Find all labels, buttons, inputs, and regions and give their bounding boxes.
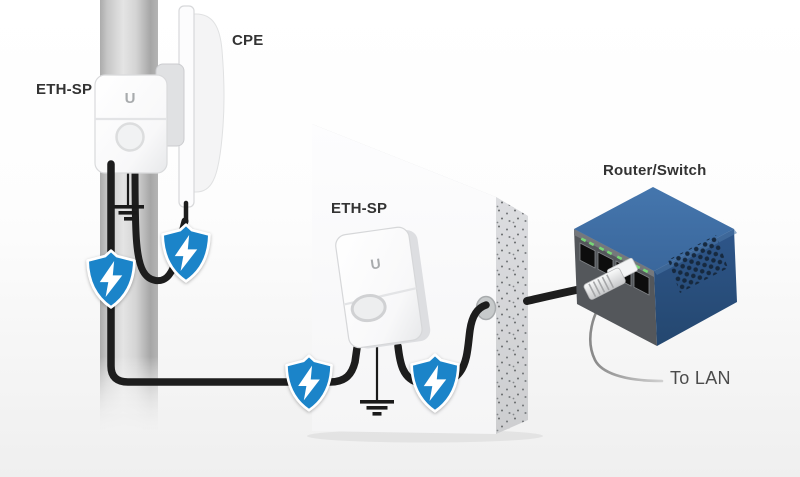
cable-gland: [350, 293, 387, 323]
label-eth-sp-wall: ETH-SP: [331, 200, 388, 217]
label-eth-sp-pole: ETH-SP: [36, 81, 93, 98]
rj45-connector: [583, 257, 638, 300]
label-to-lan: To LAN: [670, 368, 731, 388]
cpe-antenna: [178, 5, 225, 225]
earth-ground-icon: [360, 344, 394, 416]
cable-gland: [115, 122, 145, 152]
ubiquiti-logo: U: [125, 90, 136, 107]
cpe-body: [192, 13, 225, 193]
label-cpe: CPE: [232, 32, 264, 49]
eth-sp-device-wall: U: [335, 226, 431, 349]
wall-side-texture: [496, 197, 528, 434]
ubiquiti-logo: U: [369, 255, 381, 272]
label-router-switch: Router/Switch: [603, 162, 707, 179]
router-switch-device: [523, 187, 737, 383]
eth-sp-device-pole: U: [94, 74, 168, 174]
vent-grille: [668, 235, 728, 293]
cable-pole-run: [107, 160, 361, 386]
cable-ethsp-to-wall: [394, 301, 490, 388]
earth-ground-icon: [112, 170, 144, 221]
